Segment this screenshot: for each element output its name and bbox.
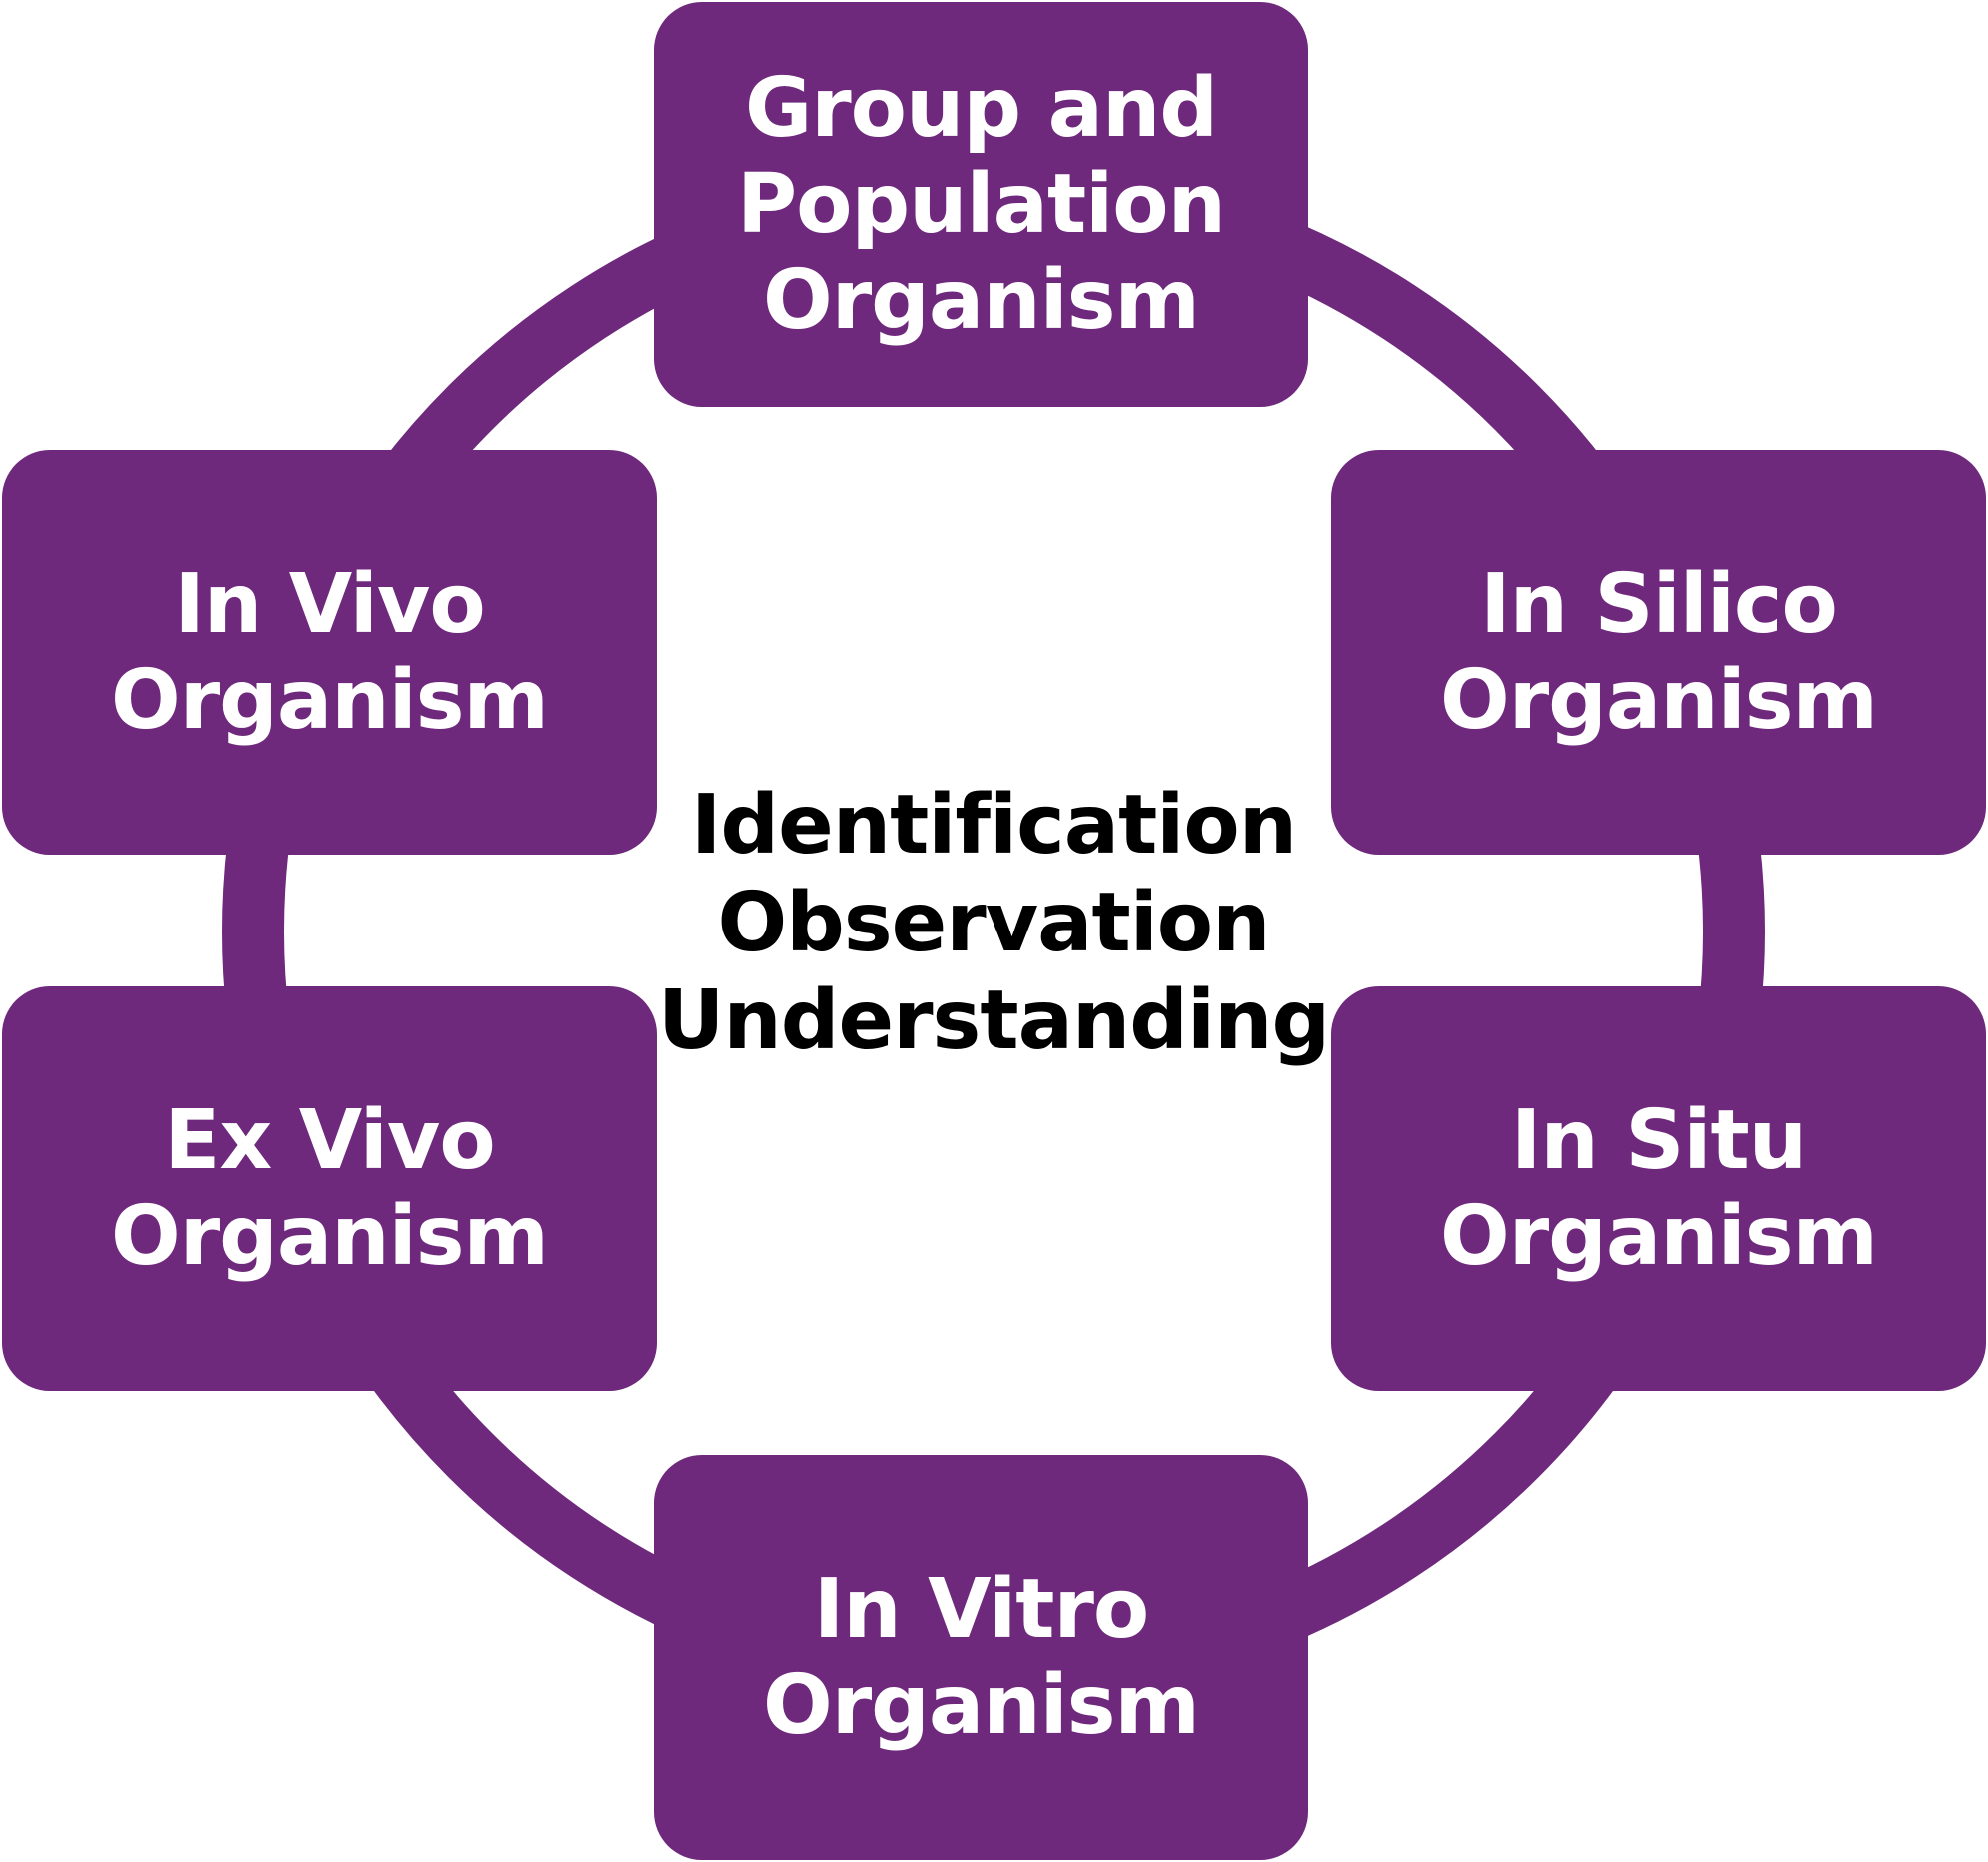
node-upper-left-line-1: In Vivo xyxy=(174,556,485,652)
center-line-observation: Observation xyxy=(717,876,1270,970)
node-in-vitro-organism: In Vitro Organism xyxy=(654,1455,1308,1860)
center-line-identification: Identification xyxy=(690,778,1297,873)
node-top-line-3: Organism xyxy=(763,252,1200,348)
node-in-vivo-organism: In Vivo Organism xyxy=(2,450,657,855)
center-label: Identification Observation Understanding xyxy=(644,777,1343,1070)
node-upper-left-line-2: Organism xyxy=(111,652,549,748)
node-ex-vivo-organism: Ex Vivo Organism xyxy=(2,986,657,1391)
node-group-and-population-organism: Group and Population Organism xyxy=(654,2,1308,407)
node-top-line-2: Population xyxy=(737,156,1226,252)
node-lower-left-line-2: Organism xyxy=(111,1188,549,1284)
center-line-understanding: Understanding xyxy=(657,973,1330,1068)
node-bottom-line-1: In Vitro xyxy=(813,1561,1150,1657)
node-in-silico-organism: In Silico Organism xyxy=(1331,450,1986,855)
node-lower-right-line-2: Organism xyxy=(1440,1188,1878,1284)
node-upper-right-line-2: Organism xyxy=(1440,652,1878,748)
node-lower-right-line-1: In Situ xyxy=(1510,1092,1807,1188)
node-bottom-line-2: Organism xyxy=(763,1657,1200,1753)
node-top-line-1: Group and xyxy=(744,60,1218,156)
node-upper-right-line-1: In Silico xyxy=(1480,556,1838,652)
node-lower-left-line-1: Ex Vivo xyxy=(164,1092,495,1188)
node-in-situ-organism: In Situ Organism xyxy=(1331,986,1986,1391)
